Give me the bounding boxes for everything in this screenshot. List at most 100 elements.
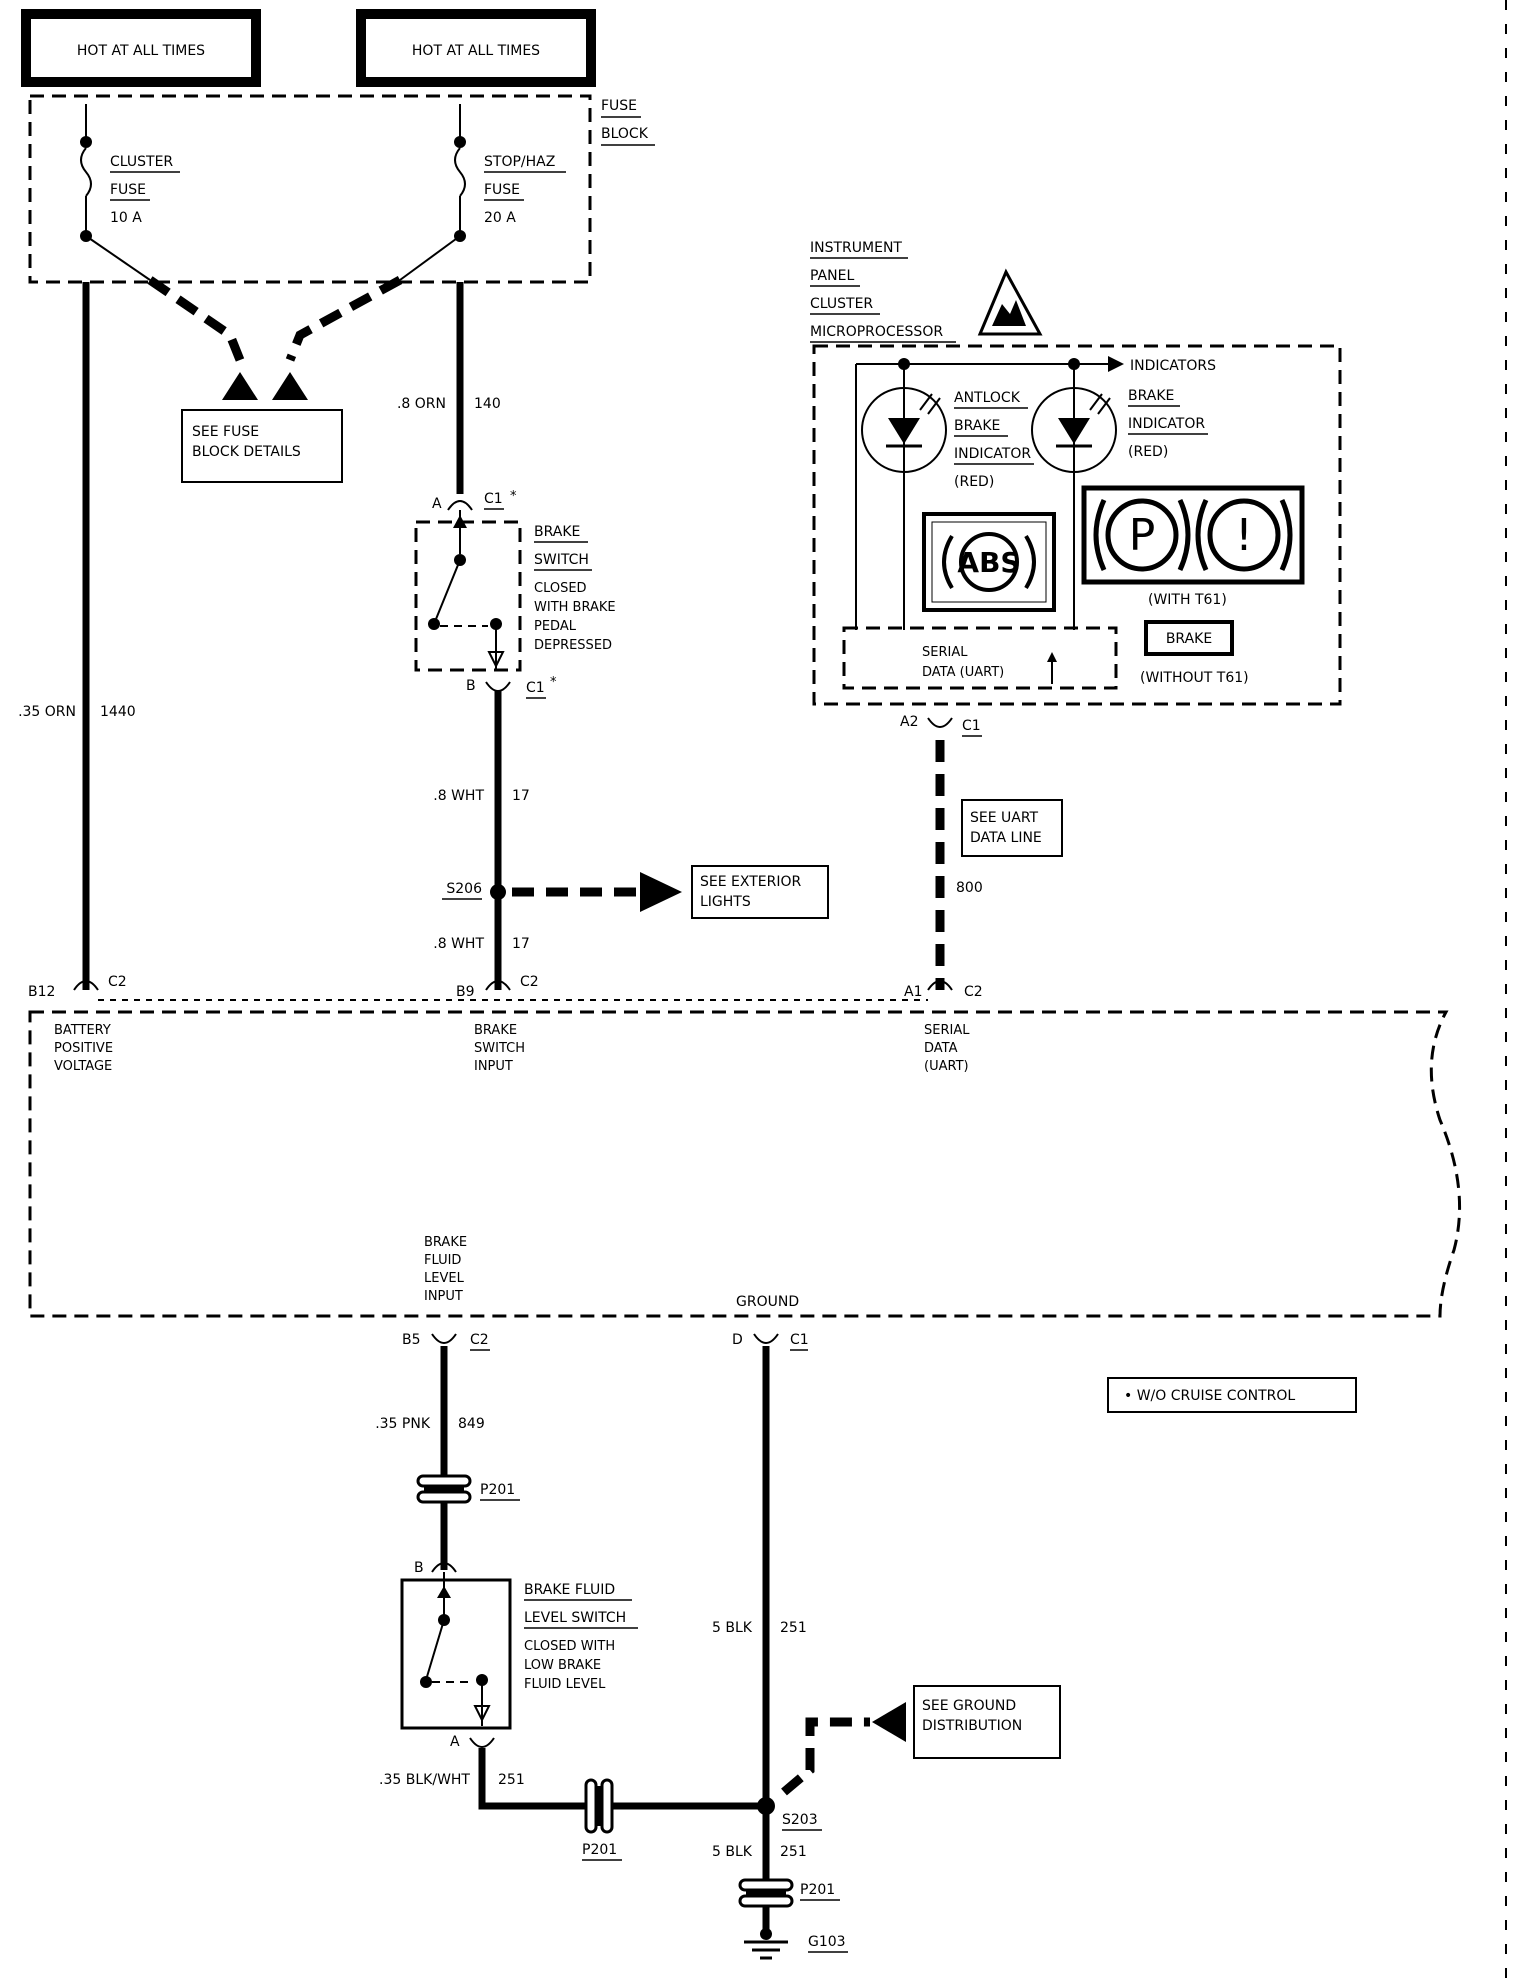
indicators-arrow-icon — [1108, 356, 1124, 372]
brake-switch-title-1: BRAKE — [534, 524, 580, 540]
ipc-indicators: INDICATORS — [1130, 358, 1216, 374]
abs-indicator-led-icon — [861, 387, 947, 473]
exterior-arrow-icon — [640, 872, 682, 912]
svg-text:DATA LINE: DATA LINE — [970, 830, 1042, 846]
p201-bottom-connector-icon — [738, 1878, 794, 1908]
wire-849-circuit: 849 — [458, 1416, 485, 1432]
pin-b9: B9 — [456, 984, 475, 1000]
pin-b12-label-2: POSITIVE — [54, 1041, 113, 1056]
without-t61-label: (WITHOUT T61) — [1140, 670, 1249, 686]
pin-b5: B5 — [402, 1332, 421, 1348]
brake-switch-desc-2: WITH BRAKE — [534, 600, 616, 615]
esd-warning-icon — [977, 268, 1043, 336]
splice-s203-dot — [757, 1797, 775, 1815]
serial-label-2: DATA (UART) — [922, 665, 1004, 680]
pin-b12-conn: C2 — [108, 974, 127, 990]
cluster-fuse-rating: 10 A — [110, 210, 142, 226]
fluid-switch-desc-1: CLOSED WITH — [524, 1639, 615, 1654]
brake-switch-desc-1: CLOSED — [534, 581, 587, 596]
cruise-control-note: • W/O CRUISE CONTROL — [1107, 1377, 1357, 1413]
pin-b12-label-3: VOLTAGE — [54, 1059, 112, 1074]
svg-text:SEE EXTERIOR: SEE EXTERIOR — [700, 874, 801, 890]
fluid-input-2: FLUID — [424, 1253, 461, 1268]
wire-17b-circuit: 17 — [512, 936, 530, 952]
cluster-fuse — [80, 104, 92, 242]
splice-s206: S206 — [446, 881, 482, 897]
ground-g103-icon — [744, 1928, 788, 1960]
ground-dist-arrow-icon — [872, 1702, 906, 1742]
stop-haz-fuse-name: STOP/HAZ — [484, 154, 555, 170]
fuse-block-outline — [28, 94, 592, 284]
ground-distribution-link — [781, 1717, 870, 1796]
ipc-outline — [812, 344, 1342, 706]
wire-800-circuit: 800 — [956, 880, 983, 896]
ipc-title-3: CLUSTER — [810, 296, 873, 312]
abs-label-3: INDICATOR — [954, 446, 1031, 462]
fuse-detail-link-right — [285, 276, 403, 362]
brake-switch-desc-4: DEPRESSED — [534, 638, 612, 653]
pin-a1-label-2: DATA — [924, 1041, 958, 1056]
abs-symbol-icon: ABS — [922, 512, 1056, 612]
pin-b9-conn: C2 — [520, 974, 539, 990]
pin-b5-conn: C2 — [470, 1332, 489, 1348]
fluid-switch-body — [400, 1578, 512, 1730]
fluid-input-1: BRAKE — [424, 1235, 467, 1250]
svg-text:SEE GROUND: SEE GROUND — [922, 1698, 1016, 1714]
p201-mid-label: P201 — [582, 1842, 617, 1858]
svg-text:!: ! — [1235, 510, 1253, 561]
brake-switch-bottom-conn: C1 — [526, 680, 545, 696]
wire-17a-circuit: 17 — [512, 788, 530, 804]
fuse-block-label-2: BLOCK — [601, 126, 649, 142]
brake-ind-label-3: (RED) — [1128, 444, 1168, 460]
ground-label: GROUND — [736, 1294, 799, 1310]
wire-849-gauge: .35 PNK — [375, 1416, 431, 1432]
svg-text:DISTRIBUTION: DISTRIBUTION — [922, 1718, 1022, 1734]
brake-switch-top-conn: C1 — [484, 491, 503, 507]
pin-b9-label-2: SWITCH — [474, 1041, 525, 1056]
with-t61-label: (WITH T61) — [1148, 592, 1227, 608]
fluid-switch-desc-2: LOW BRAKE — [524, 1658, 601, 1673]
ipc-pin: A2 — [900, 714, 918, 730]
pin-b12-label-1: BATTERY — [54, 1023, 111, 1038]
abs-label-4: (RED) — [954, 474, 994, 490]
svg-text:• W/O CRUISE CONTROL: • W/O CRUISE CONTROL — [1124, 1388, 1295, 1404]
p201-top-connector-icon — [416, 1474, 472, 1504]
stop-haz-fuse — [454, 104, 466, 242]
svg-text:HOT AT ALL TIMES: HOT AT ALL TIMES — [77, 43, 205, 59]
svg-text:HOT AT ALL TIMES: HOT AT ALL TIMES — [412, 43, 540, 59]
pin-a1-label-3: (UART) — [924, 1059, 969, 1074]
pin-a1: A1 — [904, 984, 922, 1000]
brake-switch-contacts — [428, 510, 505, 670]
ipc-title-2: PANEL — [810, 268, 854, 284]
wire-17b-gauge: .8 WHT — [433, 936, 484, 952]
hot-box-left: HOT AT ALL TIMES — [21, 9, 261, 87]
wire-140-gauge: .8 ORN — [397, 396, 446, 412]
brake-switch-title-2: SWITCH — [534, 552, 589, 568]
wire-251v-gauge: 5 BLK — [712, 1620, 753, 1636]
fluid-input-3: LEVEL — [424, 1271, 465, 1286]
svg-text:BRAKE: BRAKE — [1166, 631, 1212, 647]
wire-1440-gauge: .35 ORN — [18, 704, 76, 720]
svg-text:SEE FUSE: SEE FUSE — [192, 424, 259, 440]
serial-arrow-icon — [1047, 652, 1057, 662]
see-exterior-lights-box: SEE EXTERIOR LIGHTS — [691, 865, 829, 919]
fluid-switch-pin-b: B — [414, 1560, 424, 1576]
svg-text:ABS: ABS — [957, 546, 1020, 579]
pin-b12: B12 — [28, 984, 55, 1000]
control-module-outline — [28, 1010, 1462, 1318]
fuse-block-label-1: FUSE — [601, 98, 637, 114]
ipc-title-4: MICROPROCESSOR — [810, 324, 943, 340]
see-uart-box: SEE UART DATA LINE — [961, 799, 1063, 857]
pin-d: D — [732, 1332, 743, 1348]
svg-text:BLOCK DETAILS: BLOCK DETAILS — [192, 444, 301, 460]
abs-label-2: BRAKE — [954, 418, 1000, 434]
wire-251-low-circuit: 251 — [780, 1844, 807, 1860]
brake-switch-outline — [414, 520, 522, 672]
stop-haz-fuse-rating: 20 A — [484, 210, 516, 226]
pin-d-conn: C1 — [790, 1332, 809, 1348]
brake-switch-bottom-star: * — [550, 675, 557, 690]
hot-box-right: HOT AT ALL TIMES — [356, 9, 596, 87]
fluid-switch-title-2: LEVEL SWITCH — [524, 1610, 626, 1626]
wire-251-low-gauge: 5 BLK — [712, 1844, 753, 1860]
